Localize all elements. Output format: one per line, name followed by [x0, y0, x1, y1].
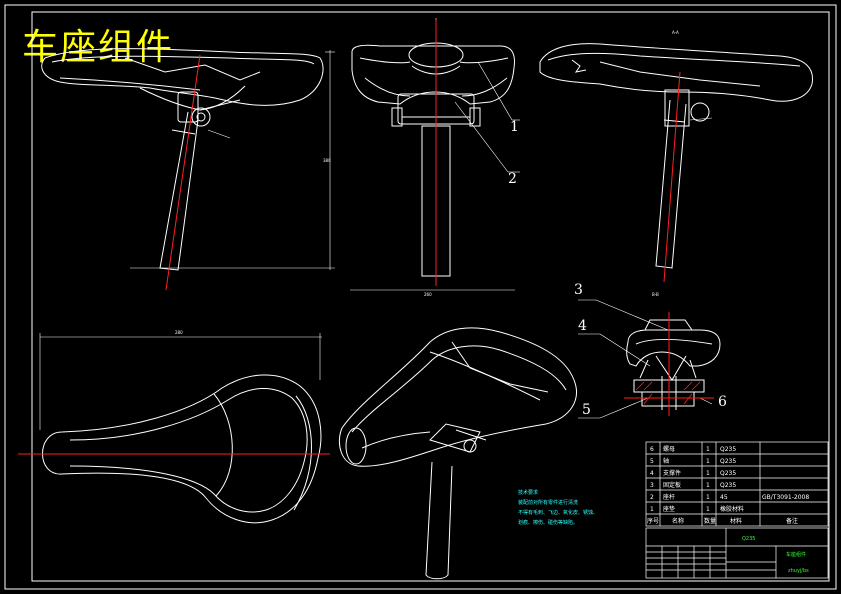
- svg-text:固定板: 固定板: [663, 481, 681, 489]
- drawing-title: 车座组件: [22, 27, 175, 68]
- svg-text:螺母: 螺母: [663, 445, 675, 453]
- tech-note-line-2: 不得有毛刺、飞边、氧化皮、锈蚀、: [518, 509, 598, 516]
- callout-5: 5: [582, 402, 591, 418]
- svg-text:Q235: Q235: [720, 482, 736, 489]
- callout-1: 1: [510, 119, 519, 135]
- tech-note-line-1: 装配前对所有零件进行清洗: [518, 499, 578, 506]
- svg-text:Q235: Q235: [720, 446, 736, 453]
- callout-2: 2: [508, 171, 517, 187]
- svg-text:1: 1: [706, 494, 710, 501]
- title-block-material: Q235: [742, 536, 755, 542]
- svg-text:橡胶材料: 橡胶材料: [720, 505, 744, 513]
- svg-text:序号: 序号: [647, 517, 659, 525]
- section-a-label: A-A: [672, 30, 679, 35]
- svg-text:备注: 备注: [786, 517, 798, 525]
- svg-text:4: 4: [650, 470, 654, 477]
- inner-frame: [31, 11, 830, 582]
- svg-text:1: 1: [706, 446, 710, 453]
- svg-text:6: 6: [650, 446, 654, 453]
- callout-3: 3: [574, 282, 583, 298]
- svg-text:3: 3: [650, 482, 654, 489]
- svg-text:45: 45: [720, 494, 728, 501]
- svg-text:轴: 轴: [663, 457, 669, 465]
- svg-text:GB/T3091-2008: GB/T3091-2008: [762, 494, 809, 501]
- svg-text:2: 2: [650, 494, 654, 501]
- title-block-grid: [645, 527, 829, 579]
- svg-text:1: 1: [706, 506, 710, 513]
- section-view-b: [578, 299, 721, 419]
- bom-rows: 6 螺母 1 Q235 5 轴 1 Q235 4 支撑件 1 Q235 3 固定…: [647, 445, 809, 525]
- isometric-view: [338, 327, 577, 580]
- svg-text:5: 5: [650, 458, 654, 465]
- title-block-company: zhuyj/bs: [788, 568, 809, 574]
- section-a-centerline: [663, 71, 681, 283]
- svg-text:支撑件: 支撑件: [663, 469, 681, 477]
- svg-text:材料: 材料: [730, 517, 742, 525]
- plan-view: [39, 333, 322, 524]
- dim-height-label: 380: [323, 158, 331, 163]
- svg-text:Q235: Q235: [720, 458, 736, 465]
- svg-text:Q235: Q235: [720, 470, 736, 477]
- section-b-label: B-B: [652, 292, 659, 297]
- callout-6: 6: [718, 394, 727, 410]
- title-block-drawing-name: 车座组件: [786, 551, 806, 558]
- svg-text:座杆: 座杆: [663, 493, 675, 501]
- tech-note-line-3: 划痕、擦伤、碰伤等缺陷。: [518, 519, 578, 526]
- dim-plan-label: 280: [175, 330, 183, 335]
- dim-width-label: 260: [424, 292, 432, 297]
- svg-text:1: 1: [706, 470, 710, 477]
- svg-text:名称: 名称: [672, 517, 684, 525]
- bom-table-grid: [645, 441, 829, 527]
- section-view-a: [539, 43, 814, 269]
- side-view-centerline: [165, 54, 201, 291]
- callout-4: 4: [578, 318, 587, 334]
- tech-notes-heading: 技术要求: [518, 489, 538, 496]
- section-b-hatch: [635, 381, 701, 405]
- front-view: [350, 18, 520, 291]
- svg-text:1: 1: [650, 506, 654, 513]
- svg-text:座垫: 座垫: [663, 505, 675, 513]
- svg-text:数量: 数量: [704, 517, 716, 525]
- side-view: [41, 48, 335, 271]
- svg-text:1: 1: [706, 458, 710, 465]
- svg-text:1: 1: [706, 482, 710, 489]
- outer-frame: [4, 4, 837, 590]
